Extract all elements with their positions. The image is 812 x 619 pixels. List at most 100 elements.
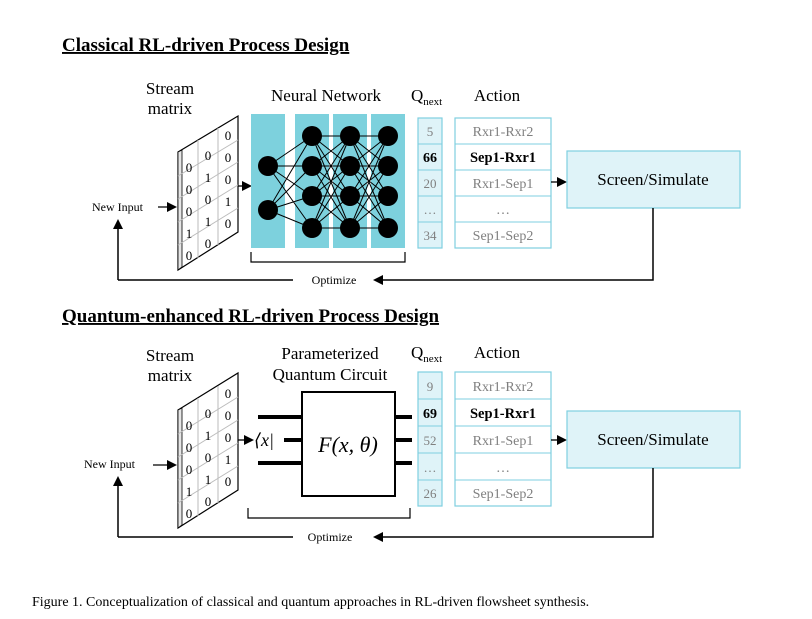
- quantum-cell: 0: [225, 408, 232, 423]
- ket-label: ⟨x|: [254, 430, 274, 450]
- nn-node: [340, 186, 360, 206]
- nn-edge: [267, 165, 313, 229]
- nn-edge: [349, 165, 389, 229]
- action-item: Rxr1-Rxr2: [473, 380, 534, 395]
- q-value: 20: [424, 176, 437, 191]
- quantum-cell: 0: [225, 386, 232, 401]
- action-item: Rxr1-Sep1: [473, 434, 534, 449]
- q-value: 34: [424, 228, 438, 243]
- classical-cell: 0: [225, 128, 232, 143]
- classical-model-label: Neural Network: [271, 86, 381, 105]
- classical-optimize-label: Optimize: [312, 273, 357, 287]
- q-value: 5: [427, 124, 434, 139]
- q-value: …: [424, 460, 437, 475]
- classical-cell: 0: [186, 160, 193, 175]
- quantum-stream-matrix: 0 0 0 1 0 0 1 0 1 0 0 0 0 1 0: [177, 371, 239, 530]
- classical-title: Classical RL-driven Process Design: [62, 35, 350, 56]
- nn-edge: [349, 135, 389, 229]
- quantum-panel: Quantum-enhanced RL-driven Process Desig…: [62, 306, 741, 544]
- classical-cell: 0: [205, 192, 212, 207]
- action-item-highlight: Sep1-Rxr1: [470, 150, 536, 166]
- classical-new-input-label: New Input: [92, 200, 144, 214]
- gate-label: F(x, θ): [317, 432, 378, 457]
- nn-node: [302, 218, 322, 238]
- nn-edge: [267, 165, 313, 211]
- q-value: 52: [424, 433, 437, 448]
- classical-q-header: Qnext: [411, 86, 442, 108]
- nn-edge: [267, 135, 313, 211]
- quantum-stream-label-1: Stream: [146, 346, 194, 365]
- nn-node: [378, 218, 398, 238]
- q-value: 26: [424, 486, 438, 501]
- classical-cell: 0: [205, 148, 212, 163]
- quantum-action-column: Rxr1-Rxr2 Sep1-Rxr1 Rxr1-Sep1 … Sep1-Sep…: [454, 371, 552, 507]
- nn-node: [378, 156, 398, 176]
- q-value-highlight: 69: [423, 407, 437, 422]
- quantum-cell: 1: [225, 452, 232, 467]
- q-letter: Q: [411, 86, 423, 105]
- action-item: Rxr1-Rxr2: [473, 125, 534, 140]
- quantum-q-header: Qnext: [411, 343, 442, 365]
- quantum-cell: 0: [186, 418, 193, 433]
- quantum-cell: 0: [186, 462, 193, 477]
- action-item: …: [496, 203, 510, 218]
- action-item-highlight: Sep1-Rxr1: [470, 406, 536, 422]
- quantum-optimize-label: Optimize: [308, 530, 353, 544]
- nn-node: [378, 186, 398, 206]
- quantum-cell: 1: [205, 428, 212, 443]
- nn-edge: [311, 135, 351, 229]
- q-value-highlight: 66: [423, 151, 437, 166]
- classical-cell: 0: [225, 172, 232, 187]
- q-value: 9: [427, 379, 434, 394]
- classical-stream-matrix: 0 0 0 1 0 0 1 0 1 0 0 0 0 1 0: [177, 114, 239, 272]
- classical-screen-label: Screen/Simulate: [597, 170, 708, 189]
- classical-stream-label-1: Stream: [146, 79, 194, 98]
- q-subscript: next: [423, 353, 442, 365]
- quantum-cell: 0: [186, 440, 193, 455]
- q-letter: Q: [411, 343, 423, 362]
- quantum-cell: 0: [205, 494, 212, 509]
- action-item: Rxr1-Sep1: [473, 177, 534, 192]
- quantum-new-input-label: New Input: [84, 457, 136, 471]
- classical-cell: 0: [205, 236, 212, 251]
- nn-edge: [349, 135, 389, 197]
- nn-edge: [311, 165, 351, 229]
- classical-feedback-arrow: [373, 208, 654, 285]
- quantum-screen-box: [566, 410, 741, 469]
- q-subscript: next: [423, 96, 442, 108]
- nn-layer: [251, 114, 285, 248]
- classical-cell: 0: [225, 216, 232, 231]
- gate-box: [301, 391, 396, 497]
- quantum-title: Quantum-enhanced RL-driven Process Desig…: [62, 306, 439, 327]
- classical-stream-label-2: matrix: [148, 99, 193, 118]
- classical-cell: 1: [205, 170, 212, 185]
- nn-node: [258, 200, 278, 220]
- figure-caption: Figure 1. Conceptualization of classical…: [32, 595, 589, 610]
- nn-node: [302, 186, 322, 206]
- classical-action-column: Rxr1-Rxr2 Sep1-Rxr1 Rxr1-Sep1 … Sep1-Sep…: [454, 117, 552, 249]
- classical-screen-box: [566, 150, 741, 209]
- classical-cell: 0: [186, 204, 193, 219]
- nn-node: [340, 218, 360, 238]
- quantum-cell: 1: [186, 484, 193, 499]
- classical-cell: 0: [186, 182, 193, 197]
- action-item: Sep1-Sep2: [473, 229, 534, 244]
- quantum-cell: 0: [205, 406, 212, 421]
- action-item: Sep1-Sep2: [473, 487, 534, 502]
- q-value: …: [424, 202, 437, 217]
- classical-cell: 0: [186, 248, 193, 263]
- quantum-stream-label-2: matrix: [148, 366, 193, 385]
- classical-cell: 1: [186, 226, 193, 241]
- classical-matrix-digits: 0 0 0 1 0 0 1 0 1 0 0 0 0 1 0: [186, 128, 232, 263]
- quantum-q-column: 9 69 52 … 26: [417, 371, 443, 507]
- classical-cell: 1: [205, 214, 212, 229]
- classical-neural-network: [251, 114, 405, 248]
- quantum-model-label-2: Quantum Circuit: [273, 365, 388, 384]
- classical-action-header: Action: [474, 86, 521, 105]
- quantum-model-label-1: Parameterized: [281, 344, 379, 363]
- quantum-matrix-digits: 0 0 0 1 0 0 1 0 1 0 0 0 0 1 0: [186, 386, 232, 521]
- classical-panel: Classical RL-driven Process Design Strea…: [62, 35, 741, 287]
- quantum-feedback-arrow: [373, 468, 654, 542]
- nn-node: [340, 156, 360, 176]
- nn-node: [258, 156, 278, 176]
